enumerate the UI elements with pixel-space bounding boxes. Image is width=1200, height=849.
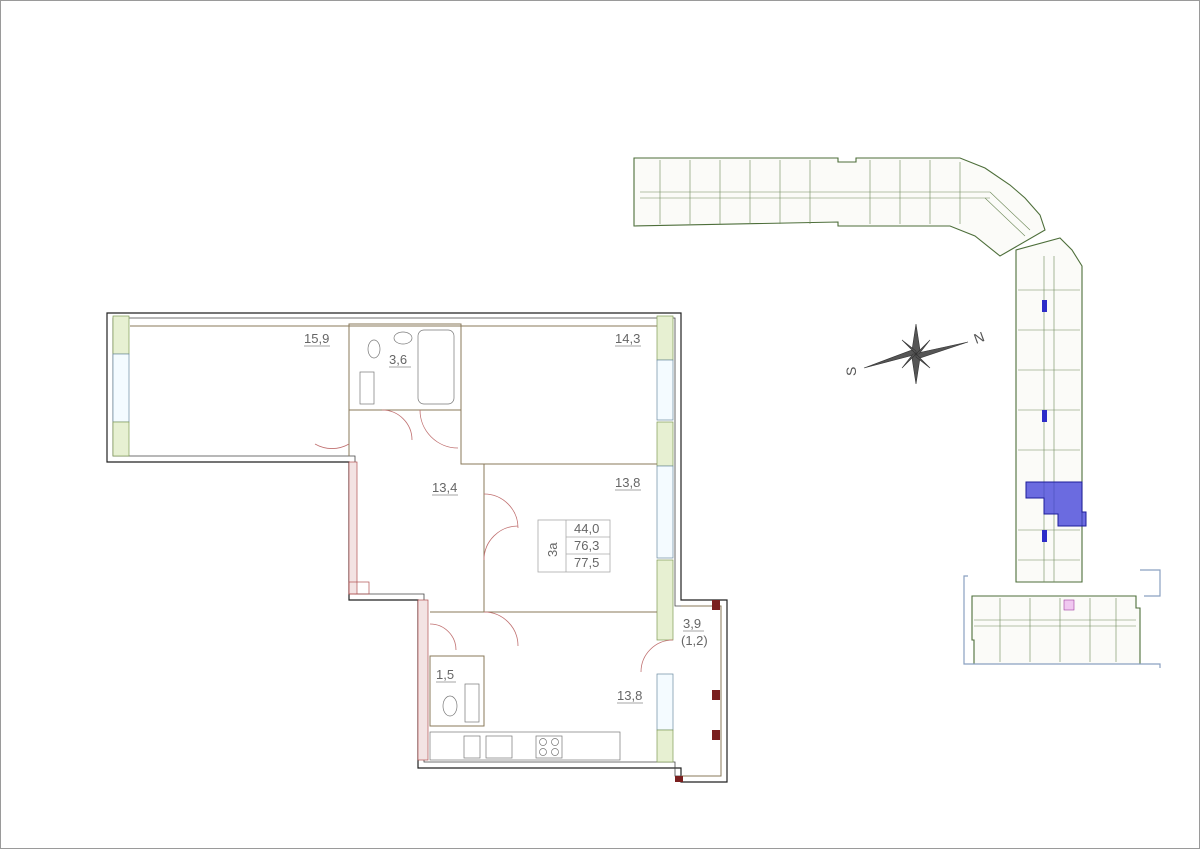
compass-needle-north [915, 341, 969, 359]
compass-north-label: N [972, 328, 987, 346]
fridge-icon [463, 735, 481, 759]
right-window-top [656, 359, 674, 421]
kitchen-counter [429, 731, 621, 761]
balcony-post [712, 730, 720, 740]
wing-unit-dividers [659, 160, 961, 224]
bathroom-walls [348, 323, 462, 411]
stair-mark [1042, 300, 1047, 312]
room-area-living-left: 15,9 [304, 331, 329, 346]
left-insulation-top [112, 315, 130, 355]
door-mid-room-arc-2 [483, 525, 519, 561]
building-key-plan [633, 157, 1161, 668]
apartment-type-label: 3а [545, 542, 560, 557]
left-window [112, 353, 130, 423]
adjacent-building-outline [1140, 569, 1161, 597]
door-mid-room-arc [483, 493, 519, 529]
door-room-arc [419, 409, 459, 449]
wc-sink-icon [464, 683, 480, 723]
bottom-unit-dividers [999, 598, 1117, 662]
room-area-kitchen: 13,8 [617, 688, 642, 703]
living-area-value: 44,0 [574, 521, 599, 536]
burner-icon [551, 738, 559, 746]
sink-icon [393, 331, 413, 345]
washing-machine-icon [359, 371, 375, 405]
left-insulation-bottom [112, 421, 130, 457]
compass-rose: N S [843, 323, 987, 385]
compass-needle-south [863, 349, 917, 369]
bathtub-icon [417, 329, 455, 405]
balcony-post [712, 690, 720, 700]
apartment-inner-wall-line [112, 317, 722, 777]
right-insulation-top [656, 315, 674, 361]
apartment-plan: 15,9 3,6 14,3 13,4 13,8 3,9 (1,2) 1,5 13… [106, 312, 728, 783]
balcony-post [675, 776, 683, 782]
burner-icon [539, 748, 547, 756]
wc-walls [429, 655, 485, 727]
burner-icon [551, 748, 559, 756]
elevator-icon [1063, 599, 1075, 611]
building-wing-horizontal [633, 157, 1046, 257]
right-insulation-mid [656, 421, 674, 467]
left-red-partition [348, 461, 358, 595]
adjacent-building-outline [963, 575, 1161, 668]
balcony-post [712, 600, 720, 610]
selected-apartment-highlight [1025, 481, 1087, 527]
balcony-inner-line [681, 605, 722, 777]
stair-mark [1042, 530, 1047, 542]
right-window-mid [656, 465, 674, 559]
kitchen-sink-icon [485, 735, 513, 759]
room-area-balcony: 3,9 [683, 616, 701, 631]
compass-needle [901, 353, 917, 369]
door-bath-arc [381, 409, 413, 441]
toilet-icon [367, 339, 381, 359]
corner-corridor [989, 191, 1031, 231]
wc-toilet-icon [442, 695, 458, 717]
vertical-unit-dividers [1018, 289, 1080, 561]
building-wing-bottom [971, 595, 1141, 665]
stove-icon [535, 735, 563, 759]
total-area-value: 76,3 [574, 538, 599, 553]
compass-south-label: S [843, 367, 859, 376]
right-window-bottom [656, 673, 674, 731]
compass-needle [901, 339, 917, 355]
apartment-summary-box: 3а 44,0 76,3 77,5 [537, 519, 611, 573]
room-area-balcony-sub: (1,2) [681, 633, 708, 648]
door-wc-arc [429, 623, 457, 651]
stair-mark [1042, 410, 1047, 422]
room-area-mid-right: 13,8 [615, 475, 640, 490]
room-area-bathroom: 3,6 [389, 352, 407, 367]
room-area-hall: 13,4 [432, 480, 457, 495]
burner-icon [539, 738, 547, 746]
total-area-balcony-value: 77,5 [574, 555, 599, 570]
compass-needle [915, 353, 931, 369]
apartment-outer-wall [106, 312, 728, 783]
shaft-box [348, 581, 370, 595]
right-insulation-lower [656, 559, 674, 641]
door-kitchen-arc [483, 611, 519, 647]
summary-frame [537, 519, 611, 573]
right-insulation-bottom [656, 729, 674, 763]
door-balcony-arc [640, 639, 674, 673]
compass-needle [915, 339, 931, 355]
door-living-arc [314, 443, 350, 449]
lower-red-partition [417, 599, 429, 761]
room-area-wc: 1,5 [436, 667, 454, 682]
room-area-top-right: 14,3 [615, 331, 640, 346]
hall-right-partition [460, 410, 657, 465]
corner-corridor [984, 197, 1026, 237]
